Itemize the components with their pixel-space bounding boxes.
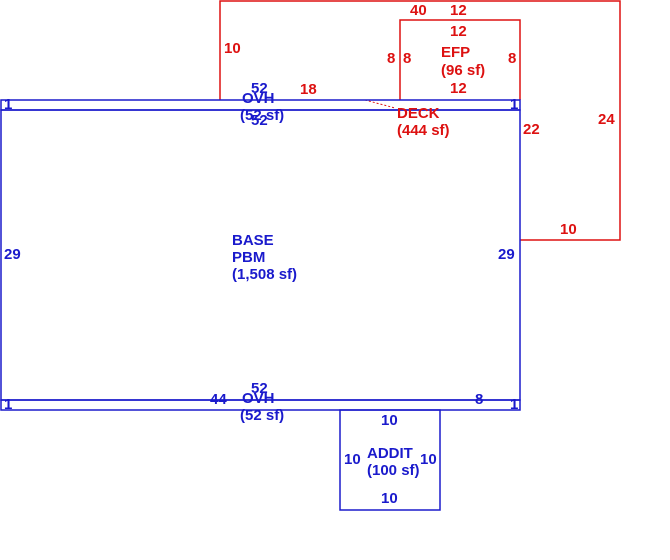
dim-addit-left: 10 (344, 451, 361, 468)
dim-base-right: 29 (498, 246, 515, 263)
dim-deck-left: 10 (224, 40, 241, 57)
dim-base-left: 29 (4, 246, 21, 263)
efp-outline (399, 19, 521, 100)
efp-name-label: EFP (441, 44, 470, 61)
deck-outline (219, 0, 621, 241)
dim-ovh-end-tl: 1 (4, 96, 12, 113)
dim-deck-right: 24 (598, 111, 615, 128)
dim-base-bottom: 44 (210, 391, 227, 408)
efp-size-label: (96 sf) (441, 62, 485, 79)
dim-addit-right: 10 (420, 451, 437, 468)
dim-base-bottom-right: 8 (475, 391, 483, 408)
dim-ovh-end-bl: 1 (4, 396, 12, 413)
ovh-bottom-name-label: OVH (242, 390, 275, 407)
dim-ovh-top-a: 52 (251, 80, 268, 97)
dim-deck-bottom-left: 18 (300, 81, 317, 98)
dim-efp-top-outer: 12 (450, 2, 467, 19)
deck-size-label: (444 sf) (397, 122, 450, 139)
dim-ovh-top-b: 52 (251, 112, 268, 129)
base-type-label: PBM (232, 249, 265, 266)
dim-addit-top: 10 (381, 412, 398, 429)
dim-ovh-end-br: 1 (510, 396, 518, 413)
deck-name-label: DECK (397, 105, 440, 122)
dim-ovh-bottom: 52 (251, 380, 268, 397)
ovh-bottom-strip (0, 399, 521, 411)
dim-efp-bottom: 12 (450, 80, 467, 97)
dim-deck-top: 40 (410, 2, 427, 19)
addit-name-label: ADDIT (367, 445, 413, 462)
ovh-bottom-size-label: (52 sf) (240, 407, 284, 424)
dim-efp-left-outer: 8 (387, 50, 395, 67)
addit-outline (339, 409, 441, 511)
dim-deck-bottom-right: 10 (560, 221, 577, 238)
dim-efp-left: 8 (403, 50, 411, 67)
ovh-top-name-label: OVH (242, 90, 275, 107)
ovh-top-strip (0, 99, 521, 111)
base-name-label: BASE (232, 232, 274, 249)
dim-addit-bottom: 10 (381, 490, 398, 507)
dim-deck-right-lower: 22 (523, 121, 540, 138)
dim-efp-top: 12 (450, 23, 467, 40)
dim-ovh-end-tr: 1 (510, 96, 518, 113)
base-size-label: (1,508 sf) (232, 266, 297, 283)
dim-efp-right: 8 (508, 50, 516, 67)
ovh-top-size-label: (52 sf) (240, 107, 284, 124)
addit-size-label: (100 sf) (367, 462, 420, 479)
